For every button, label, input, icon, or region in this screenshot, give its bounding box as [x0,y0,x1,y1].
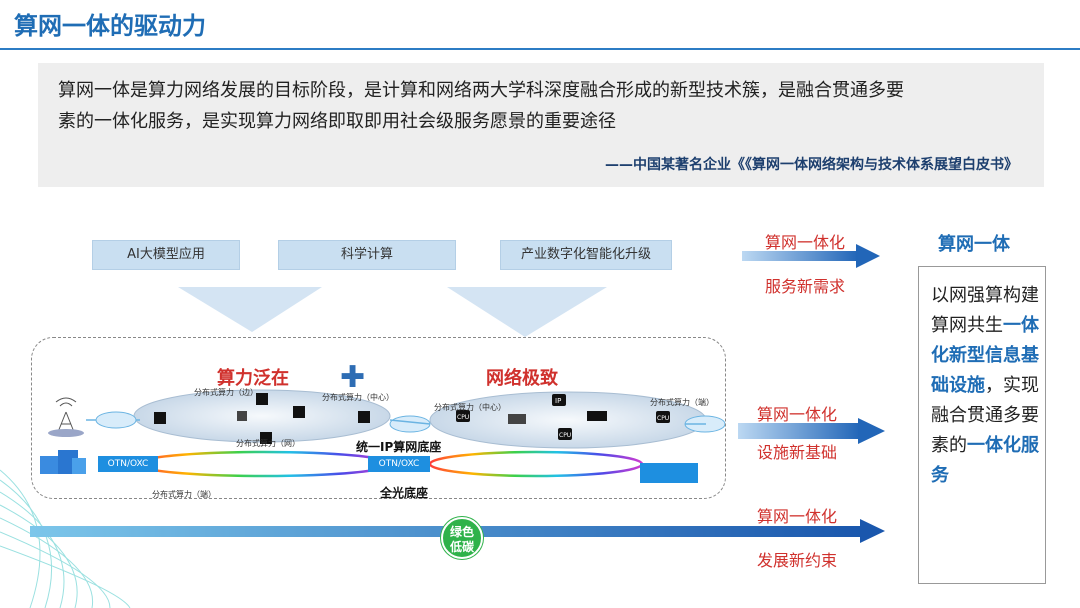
green-low-carbon-badge: 绿色 低碳 [441,517,483,559]
quote-line-2: 素的一体化服务，是实现算力网络即取即用社会级服务愿景的重要途径 [58,111,616,132]
badge-line-1: 绿色 [449,525,474,539]
driver-arrow-1 [742,244,880,268]
plus-icon: ✚ [340,360,366,395]
chip-label-cpu-1: CPU [457,414,469,421]
funnel-triangle-left [178,287,322,332]
driver-3-bottom: 发展新约束 [757,551,838,570]
right-text-highlight-1: 一体化新型信息基础设施 [931,315,1039,396]
node-label-terminal-right: 分布式算力（端） [650,398,714,407]
quote-line-1: 算网一体是算力网络发展的目标阶段，是计算和网络两大学科深度融合形成的新型技术簇，… [58,80,904,101]
chip-label-cpu-3: CPU [559,432,571,439]
funnel-triangle-right [447,287,607,337]
right-text-4: ，实现融合贯通多要素的 [931,375,1039,456]
driver-2-bottom: 设施新基础 [757,443,838,462]
node-label-terminal-left: 分布式算力（端） [152,490,216,499]
chip-icons [154,393,370,444]
driver-2-top: 算网一体化 [757,405,838,424]
optical-base-label: 全光底座 [380,486,429,500]
page-title: 算网一体的驱动力 [14,12,206,40]
building-icon [40,450,86,474]
app-box-scientific-computing: 科学计算 [278,240,456,270]
app-box-industry-digital: 产业数字化智能化升级 [500,240,672,270]
quote-source: ——中国某著名企业《《算网一体网络架构与技术体系展望白皮书》 [605,157,1018,173]
quote-box: 算网一体是算力网络发展的目标阶段，是计算和网络两大学科深度融合形成的新型技术簇，… [38,63,1044,187]
title-divider [0,48,1080,50]
node-label-center-right: 分布式算力（中心） [434,403,506,412]
right-text-6: 服务 [931,435,1039,486]
otn-oxc-right [640,463,698,483]
node-label-center-left: 分布式算力（中心） [322,393,394,402]
node-label-network-left: 分布式算力（网） [236,439,300,448]
network-extreme-label: 网络极致 [486,368,558,389]
compute-network-container [31,337,726,499]
driver-3-top: 算网一体化 [757,507,838,526]
chip-label-cpu-2: CPU [657,415,669,422]
right-panel: 以网强算构建算网共生一体化新型信息基础设施，实现融合贯通多要素的一体化服务 [918,266,1046,584]
compute-ubiquitous-label: 算力泛在 [217,368,289,389]
driver-1-bottom: 服务新需求 [765,277,846,296]
badge-line-2: 低碳 [449,540,474,554]
corner-decoration [0,469,131,608]
otn-oxc-left: OTN/OXC [98,456,158,472]
quote-text: 算网一体是算力网络发展的目标阶段，是计算和网络两大学科深度融合形成的新型技术簇，… [58,75,1026,137]
right-text-2: 建算网共生 [931,285,1039,336]
antenna-icon [48,397,84,437]
right-text-1: 以网强算构 [931,285,1021,306]
chip-label-ip: IP [555,397,561,405]
ip-base-label: 统一IP算网底座 [356,440,442,454]
driver-arrow-2 [738,418,885,444]
right-text-highlight-2: 一体化 [967,435,1021,456]
network-icons [456,394,670,440]
node-label-edge-left: 分布式算力（边） [194,388,258,397]
otn-oxc-middle: OTN/OXC [368,456,430,472]
right-panel-text: 以网强算构建算网共生一体化新型信息基础设施，实现融合贯通多要素的一体化服务 [931,281,1039,491]
app-box-ai-model: AI大模型应用 [92,240,240,270]
right-panel-title: 算网一体 [938,234,1010,255]
driver-1-top: 算网一体化 [765,233,846,252]
